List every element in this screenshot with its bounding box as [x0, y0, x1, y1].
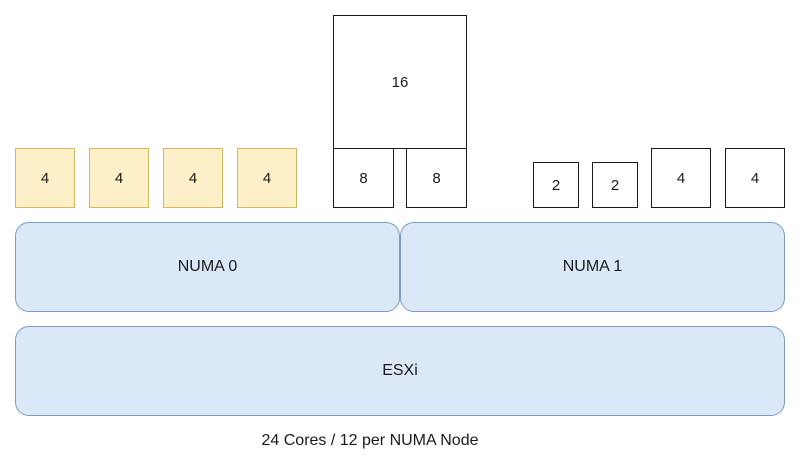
wide-vm-cpu-count: 16: [391, 73, 409, 91]
vm-box-numa1-3: 4: [651, 148, 711, 208]
numa-node-1: NUMA 1: [400, 222, 785, 312]
vm-cpu-count: 4: [676, 169, 686, 187]
vm-box-numa0-1: 4: [15, 148, 75, 208]
wide-vm-part-numa0: 8: [333, 148, 394, 208]
vm-cpu-count: 4: [188, 169, 198, 187]
wide-vm-part-numa1: 8: [406, 148, 467, 208]
vm-cpu-count: 4: [40, 169, 50, 187]
vm-box-numa1-4: 4: [725, 148, 785, 208]
vm-box-numa1-1: 2: [533, 162, 579, 208]
vm-cpu-count: 4: [750, 169, 760, 187]
vm-cpu-count: 4: [262, 169, 272, 187]
diagram-caption: 24 Cores / 12 per NUMA Node: [261, 432, 479, 449]
vm-box-numa1-2: 2: [592, 162, 638, 208]
vm-box-numa0-2: 4: [89, 148, 149, 208]
numa-node-label: NUMA 1: [562, 258, 623, 275]
vm-box-numa0-3: 4: [163, 148, 223, 208]
vm-cpu-count: 4: [114, 169, 124, 187]
vm-cpu-count: 2: [551, 176, 561, 194]
wide-vm-box: 16: [333, 15, 467, 149]
vm-box-numa0-4: 4: [237, 148, 297, 208]
numa-node-label: NUMA 0: [177, 258, 238, 275]
wide-vm-part-count: 8: [432, 169, 441, 187]
wide-vm-part-count: 8: [359, 169, 368, 187]
esxi-host: ESXi: [15, 326, 785, 416]
vm-cpu-count: 2: [610, 176, 620, 194]
esxi-host-label: ESXi: [382, 362, 418, 379]
numa-node-0: NUMA 0: [15, 222, 400, 312]
